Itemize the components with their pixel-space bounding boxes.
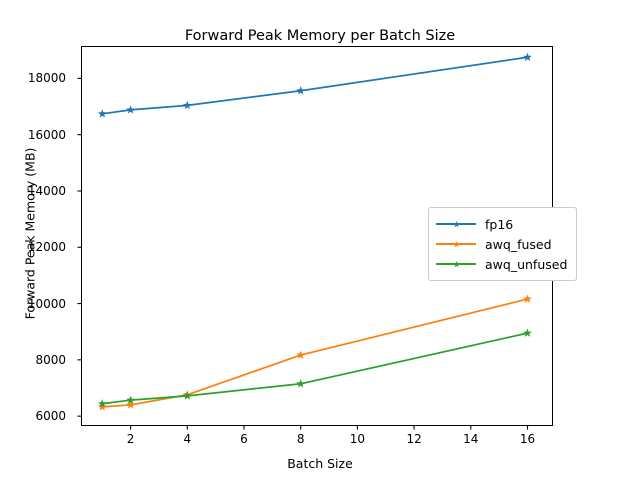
data-point-marker bbox=[182, 100, 192, 110]
legend-item-awq_unfused[interactable]: awq_unfused bbox=[436, 254, 567, 274]
y-tick-label: 8000 bbox=[35, 352, 66, 367]
chart-title: Forward Peak Memory per Batch Size bbox=[184, 28, 456, 44]
y-tick-label: 10000 bbox=[27, 296, 66, 311]
data-point-marker bbox=[296, 350, 306, 359]
series-line bbox=[102, 298, 528, 408]
data-series-group bbox=[97, 52, 532, 411]
legend-item-fp16[interactable]: fp16 bbox=[436, 214, 567, 234]
star-marker-icon bbox=[453, 240, 460, 247]
data-point-marker bbox=[126, 400, 135, 409]
chart-legend: fp16 awq_fused awq_unfused bbox=[428, 207, 578, 281]
axis-ticks bbox=[77, 77, 529, 430]
series-line bbox=[102, 56, 528, 115]
data-point-marker bbox=[523, 328, 532, 337]
y-tick-label: 16000 bbox=[27, 127, 66, 142]
legend-label: awq_fused bbox=[485, 236, 552, 252]
data-point-marker bbox=[126, 395, 135, 404]
x-tick-label: 8 bbox=[296, 432, 305, 446]
legend-label: awq_unfused bbox=[485, 256, 568, 272]
x-tick-label: 16 bbox=[519, 432, 536, 446]
x-tick-label: 6 bbox=[240, 432, 248, 446]
data-point-marker bbox=[523, 52, 532, 61]
data-point-marker bbox=[97, 402, 107, 411]
x-tick-label: 14 bbox=[463, 432, 479, 446]
x-tick-label: 2 bbox=[126, 432, 135, 446]
x-tick-label: 10 bbox=[349, 432, 366, 446]
series-line bbox=[102, 332, 528, 405]
y-axis-label: Forward Peak Memory (MB) bbox=[22, 147, 38, 320]
data-point-marker bbox=[182, 391, 192, 400]
x-axis-label: Batch Size bbox=[287, 456, 353, 471]
y-tick-label: 14000 bbox=[27, 183, 66, 198]
x-tick-label: 4 bbox=[183, 432, 192, 446]
data-point-marker bbox=[296, 379, 306, 388]
legend-item-awq_fused[interactable]: awq_fused bbox=[436, 234, 567, 254]
series-awq_fused bbox=[97, 294, 532, 411]
data-point-marker bbox=[126, 105, 135, 114]
y-tick-label: 12000 bbox=[27, 240, 66, 255]
x-tick-label: 12 bbox=[406, 432, 422, 446]
data-point-marker bbox=[97, 399, 107, 408]
star-marker-icon bbox=[453, 260, 460, 267]
series-awq_unfused bbox=[97, 328, 532, 408]
legend-swatch-icon bbox=[436, 217, 476, 231]
legend-swatch-icon bbox=[436, 237, 476, 251]
legend-swatch-icon bbox=[436, 257, 476, 271]
data-point-marker bbox=[296, 86, 306, 95]
star-marker-icon bbox=[453, 220, 460, 227]
y-tick-label: 18000 bbox=[27, 71, 66, 86]
data-point-marker bbox=[523, 294, 532, 303]
legend-label: fp16 bbox=[485, 216, 514, 232]
data-point-marker bbox=[97, 109, 107, 118]
y-tick-label: 6000 bbox=[35, 409, 66, 424]
series-fp16 bbox=[97, 52, 532, 118]
